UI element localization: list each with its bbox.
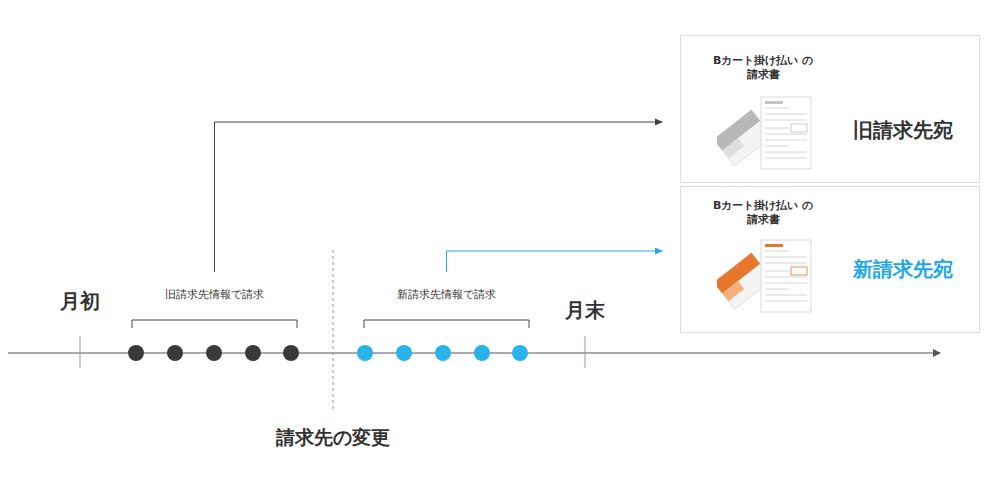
flow-connector bbox=[215, 122, 663, 272]
billing-dots bbox=[128, 345, 528, 361]
month-end-label: 月末 bbox=[565, 298, 605, 322]
recipient-label: 旧請求先宛 bbox=[853, 118, 953, 142]
billing-dot bbox=[435, 345, 451, 361]
billing-dot bbox=[283, 345, 299, 361]
period-label: 新請求先情報で請求 bbox=[397, 288, 496, 301]
billing-dot bbox=[245, 345, 261, 361]
billing-dot bbox=[357, 345, 373, 361]
billing-dot bbox=[167, 345, 183, 361]
billing-period-group: 新請求先情報で請求 bbox=[363, 272, 530, 329]
invoice-title: Bカート掛け払い の請求書 bbox=[709, 199, 817, 228]
flow-connector bbox=[447, 251, 663, 272]
invoice-panel: Bカート掛け払い の請求書旧請求先宛 bbox=[680, 35, 980, 183]
month-start-label: 月初 bbox=[60, 289, 100, 313]
invoice-panel: Bカート掛け払い の請求書新請求先宛 bbox=[680, 186, 980, 333]
billing-dot bbox=[474, 345, 490, 361]
change-divider bbox=[333, 250, 334, 412]
billing-dot bbox=[128, 345, 144, 361]
invoice-title: Bカート掛け払い の請求書 bbox=[709, 54, 817, 83]
recipient-label: 新請求先宛 bbox=[853, 257, 953, 281]
change-label: 請求先の変更 bbox=[276, 426, 390, 449]
invoice-illustration bbox=[717, 94, 817, 174]
month-start-tick bbox=[80, 336, 81, 368]
billing-dot bbox=[206, 345, 222, 361]
billing-dot bbox=[396, 345, 412, 361]
billing-period-group: 旧請求先情報で請求 bbox=[131, 272, 298, 329]
invoice-illustration bbox=[717, 237, 817, 317]
period-label: 旧請求先情報で請求 bbox=[165, 288, 264, 301]
billing-dot bbox=[512, 345, 528, 361]
month-end-tick bbox=[585, 336, 586, 368]
